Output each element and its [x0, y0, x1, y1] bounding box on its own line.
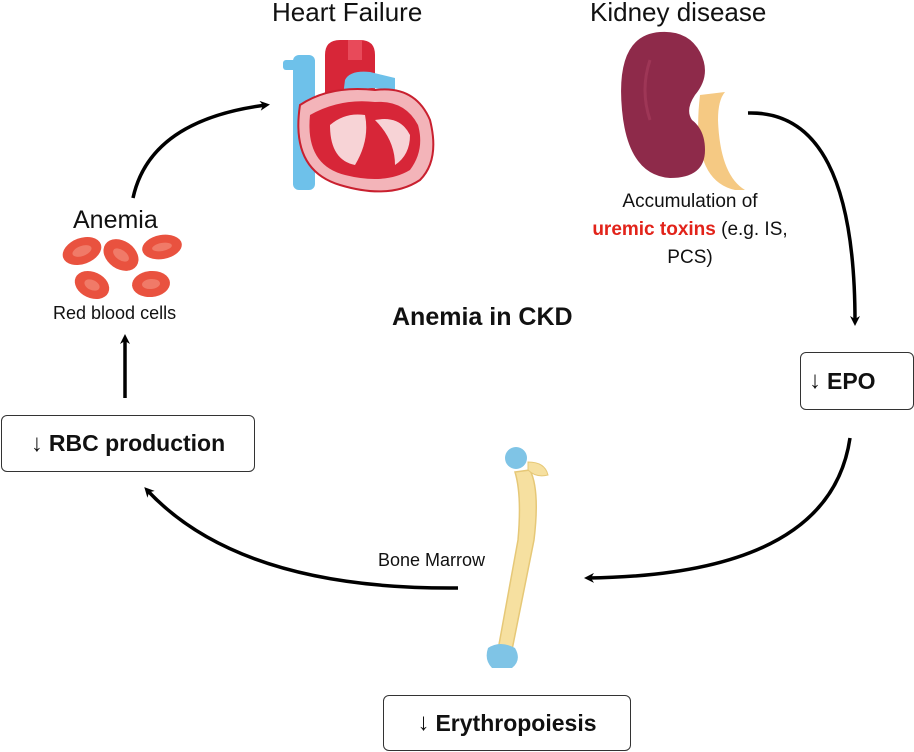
arrow-bone-to-rbc — [144, 487, 459, 590]
down-arrow-icon: ↓ — [417, 709, 430, 736]
rbc-production-box: ↓ RBC production — [1, 415, 255, 472]
kidney-icon — [621, 31, 745, 190]
anemia-label: Anemia — [73, 206, 158, 234]
toxins-suffix-1: (e.g. IS, — [715, 219, 788, 240]
red-blood-cells-icon — [62, 234, 182, 300]
toxins-prefix: Accumulation of — [622, 191, 758, 212]
red-blood-cells-label: Red blood cells — [53, 303, 177, 323]
down-arrow-icon: ↓ — [809, 367, 821, 394]
rbc-production-label: RBC production — [48, 430, 226, 456]
erythropoiesis-box: ↓ Erythropoiesis — [383, 695, 631, 751]
arrow-anemia-to-heart — [131, 100, 270, 199]
kidney-disease-label: Kidney disease — [590, 0, 767, 27]
uremic-toxins-text: Accumulation of uremic toxins (e.g. IS, … — [555, 188, 825, 272]
toxins-suffix-2: PCS) — [667, 247, 713, 268]
erythropoiesis-label: Erythropoiesis — [435, 709, 597, 736]
arrow-kidney-to-epo — [747, 111, 860, 326]
bone-icon — [486, 447, 549, 668]
uremic-toxins-highlight: uremic toxins — [592, 219, 716, 240]
arrow-epo-to-bone — [584, 437, 852, 583]
bone-marrow-label: Bone Marrow — [378, 550, 486, 570]
heart-icon — [283, 40, 435, 193]
epo-box: ↓ EPO — [800, 352, 914, 410]
heart-failure-label: Heart Failure — [272, 0, 423, 27]
down-arrow-icon: ↓ — [30, 429, 43, 457]
epo-label: EPO — [827, 367, 876, 394]
diagram-title: Anemia in CKD — [392, 303, 573, 331]
